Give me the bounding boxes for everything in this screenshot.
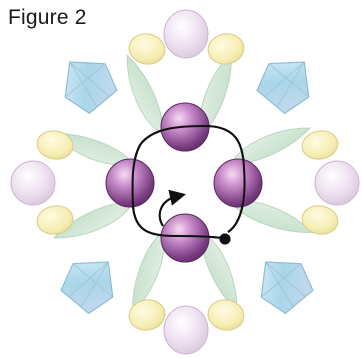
seed-bead [128,33,166,65]
bicone-shape [60,261,114,315]
rondelle-bead [163,305,209,355]
thread-path-overlay [131,124,246,239]
leaf-shape [230,127,311,164]
seed-bead [36,205,74,235]
rondelle-bead [163,9,209,59]
pearl-bead [105,158,155,208]
bicone-bead [60,261,114,315]
bicone-bead [260,261,314,315]
bicone-facets [264,61,310,108]
seed-bead [128,299,166,331]
pearl-bead [160,213,210,263]
bicone-bead [64,61,118,115]
figure-label: Figure 2 [8,6,87,29]
leaf-bead [126,54,163,135]
bicone-shape [260,261,314,315]
thread-arrow-overlay [158,189,186,227]
bicone-bead [256,61,310,115]
seed-bead [301,205,339,235]
bicone-facets [68,261,114,308]
thread-overlay [131,124,246,245]
seed-bead [207,33,245,65]
bicone-shape [256,61,310,115]
seed-bead [36,130,74,160]
bicone-facets [64,61,110,108]
seed-bead [301,130,339,160]
leaf-bead [53,202,134,239]
bicone-facets [260,261,306,308]
leaf-bead [230,127,311,164]
rondelle-bead [10,160,56,206]
leaf-shape [53,202,134,239]
thread-end-dot-overlay [219,233,231,245]
bicone-shape [64,61,118,115]
leaf-shape [126,54,163,135]
rondelle-bead [314,160,360,206]
pearl-bead [213,158,263,208]
seed-bead [207,299,245,331]
